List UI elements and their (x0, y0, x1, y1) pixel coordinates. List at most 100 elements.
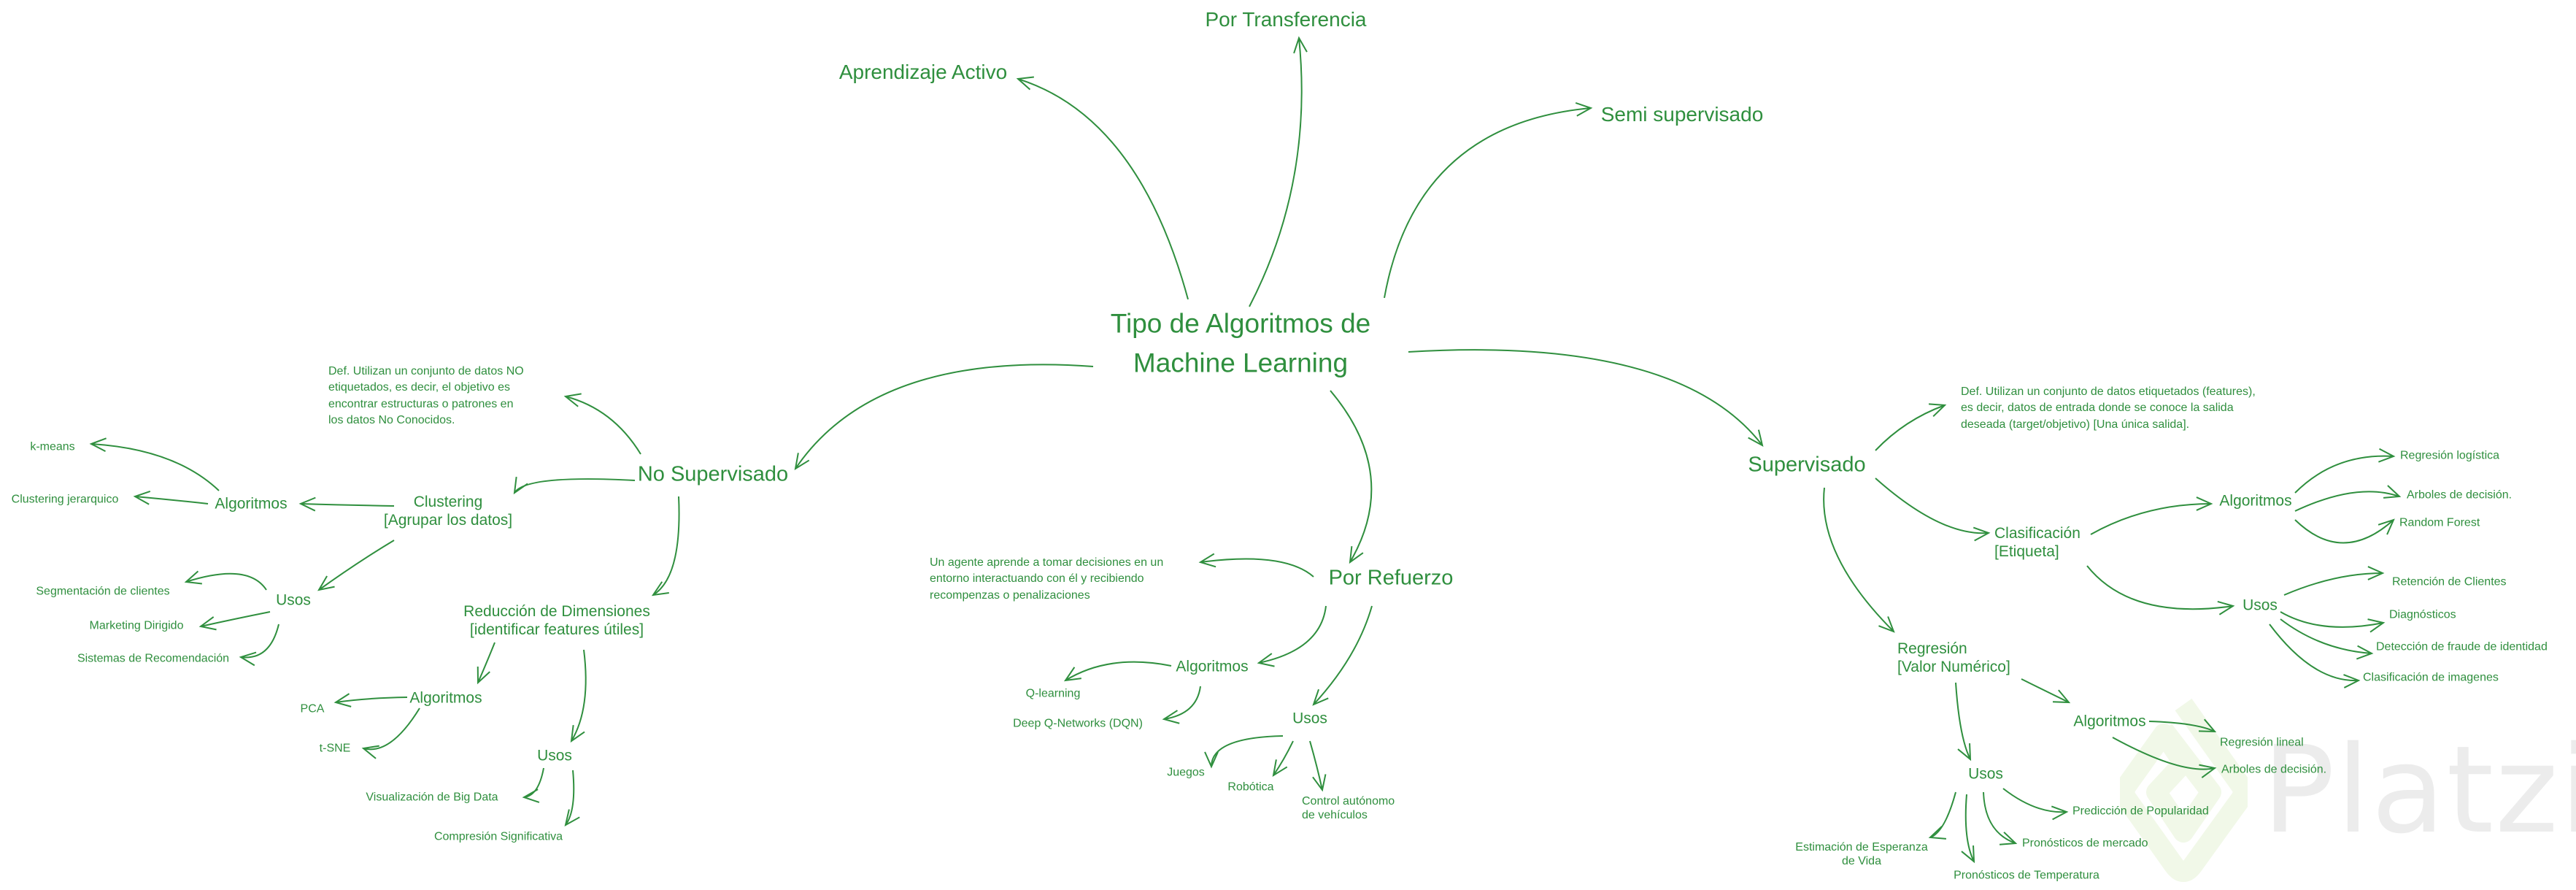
node-clasificacion[interactable]: Clasificación [Etiqueta] (1994, 524, 2081, 561)
arrowhead-icon (298, 496, 316, 512)
arrow-line (1258, 605, 1327, 664)
leaf-regresion-logistica[interactable]: Regresión logística (2400, 449, 2500, 462)
connector-arrow (2112, 737, 2217, 778)
node-regresion-usos[interactable]: Usos (1968, 765, 2003, 783)
arrow-line (2269, 624, 2359, 682)
node-aprendizaje-activo[interactable]: Aprendizaje Activo (838, 61, 1008, 84)
leaf-arboles-decision-reg[interactable]: Arboles de decisión. (2221, 763, 2327, 776)
leaf-juegos[interactable]: Juegos (1167, 766, 1205, 779)
arrowhead-icon (133, 490, 151, 505)
leaf-visualizacion-big-data[interactable]: Visualización de Big Data (366, 791, 498, 804)
arrowhead-icon (1257, 653, 1275, 667)
leaf-random-forest[interactable]: Random Forest (2399, 516, 2480, 529)
def-line: entorno interactuando con él y recibiend… (930, 572, 1144, 586)
connector-arrow (1983, 791, 2018, 845)
leaf-diagnosticos[interactable]: Diagnósticos (2389, 608, 2456, 621)
arrowhead-icon (570, 725, 585, 743)
leaf-k-means[interactable]: k-means (30, 440, 75, 453)
arrowhead-icon (2052, 689, 2071, 704)
node-refuerzo-algoritmos[interactable]: Algoritmos (1176, 658, 1249, 675)
leaf-dqn[interactable]: Deep Q-Networks (DQN) (1013, 717, 1143, 730)
node-por-transferencia[interactable]: Por Transferencia (1205, 8, 1367, 31)
connector-arrow (570, 649, 587, 743)
node-clustering-algoritmos[interactable]: Algoritmos (215, 495, 288, 513)
def-line: Def. Utilizan un conjunto de datos NO (328, 365, 524, 377)
node-semi-supervisado[interactable]: Semi supervisado (1600, 103, 1764, 126)
node-regresion-algoritmos[interactable]: Algoritmos (2073, 713, 2146, 730)
arrow-line (1330, 390, 1373, 563)
node-refuerzo-usos[interactable]: Usos (1292, 710, 1327, 727)
regresion-line-1: Regresión (1897, 640, 1967, 657)
leaf-prediccion-popularidad[interactable]: Predicción de Popularidad (2072, 805, 2209, 818)
connector-arrow (2090, 496, 2213, 535)
connector-arrow (333, 693, 408, 707)
leaf-clasificacion-imagenes[interactable]: Clasificación de imagenes (2363, 671, 2499, 684)
arrowhead-icon (333, 693, 352, 707)
arrowhead-icon (2367, 618, 2386, 633)
leaf-compresion-significativa[interactable]: Compresión Significativa (433, 830, 563, 843)
leaf-robotica[interactable]: Robótica (1227, 780, 1274, 794)
arrowhead-icon (1016, 76, 1034, 91)
leaf-clustering-jerarquico[interactable]: Clustering jerarquico (11, 493, 119, 506)
leaf-pca[interactable]: PCA (300, 702, 325, 716)
arrow-line (652, 496, 680, 596)
arrowhead-icon (794, 453, 810, 471)
arrow-line (1955, 682, 1971, 760)
arrow-line (185, 572, 267, 591)
connector-arrow (298, 496, 395, 512)
leaf-control-autonomo[interactable]: Control autónomo de vehículos (1302, 794, 1395, 822)
node-no-supervisado[interactable]: No Supervisado (637, 462, 789, 486)
refuerzo-definition: Un agente aprende a tomar decisiones en … (930, 555, 1163, 604)
clustering-line-1: Clustering (413, 493, 483, 510)
arrowhead-icon (1312, 774, 1327, 792)
node-por-refuerzo[interactable]: Por Refuerzo (1328, 566, 1454, 590)
leaf-pronosticos-mercado[interactable]: Pronósticos de mercado (2022, 837, 2148, 850)
leaf-deteccion-fraude[interactable]: Detección de fraude de identidad (2376, 640, 2548, 653)
arrow-line (477, 642, 495, 683)
arrow-line (90, 443, 220, 491)
node-regresion[interactable]: Regresión [Valor Numérico] (1897, 640, 2010, 676)
def-line: Un agente aprende a tomar decisiones en … (930, 556, 1164, 569)
arrowhead-icon (1272, 759, 1288, 778)
leaf-regresion-lineal[interactable]: Regresión lineal (2220, 736, 2304, 749)
node-supervisado[interactable]: Supervisado (1748, 453, 1866, 477)
node-reduccion-usos[interactable]: Usos (537, 747, 572, 764)
leaf-esperanza-vida[interactable]: Estimación de Esperanza de Vida (1795, 840, 1927, 868)
arrow-line (2294, 491, 2400, 512)
connector-arrow (317, 540, 395, 591)
leaf-retencion-clientes[interactable]: Retención de Clientes (2392, 575, 2507, 588)
node-reduccion-algoritmos[interactable]: Algoritmos (409, 689, 482, 707)
arrow-line (2090, 503, 2212, 535)
arrow-line (2294, 455, 2394, 494)
arrowhead-icon (2198, 718, 2217, 733)
connector-arrow (513, 477, 636, 495)
leaf-pronosticos-temperatura[interactable]: Pronósticos de Temperatura (1954, 869, 2099, 882)
leaf-arboles-decision[interactable]: Arboles de decisión. (2407, 488, 2513, 502)
leaf-marketing[interactable]: Marketing Dirigido (89, 619, 184, 632)
arrowhead-icon (1312, 688, 1329, 706)
connector-arrow (1162, 686, 1201, 724)
leaf-t-sne[interactable]: t-SNE (319, 742, 351, 755)
leaf-segmentacion[interactable]: Segmentación de clientes (36, 585, 170, 598)
def-line: recompenzas o penalizaciones (930, 588, 1090, 602)
connector-arrow (1198, 553, 1314, 578)
arrowhead-icon (1293, 36, 1308, 54)
connector-arrow (651, 496, 680, 596)
node-reduccion-dimensiones[interactable]: Reducción de Dimensiones [identificar fe… (463, 602, 650, 639)
node-clasificacion-algoritmos[interactable]: Algoritmos (2219, 492, 2292, 510)
arrow-line (200, 611, 271, 627)
node-clustering-usos[interactable]: Usos (276, 591, 311, 609)
clasificacion-line-2: [Etiqueta] (1994, 543, 2059, 561)
arrowhead-icon (2217, 600, 2235, 615)
central-topic[interactable]: Tipo de Algoritmos de Machine Learning (1111, 304, 1371, 382)
node-clustering[interactable]: Clustering [Agrupar los datos] (384, 493, 512, 529)
connector-arrow (1384, 101, 1593, 299)
arrowhead-icon (2343, 674, 2361, 688)
node-clasificacion-usos[interactable]: Usos (2243, 596, 2278, 614)
arrow-line (2294, 519, 2394, 544)
arrowhead-icon (1063, 667, 1081, 682)
connector-arrow (2148, 718, 2217, 733)
arrowhead-icon (1928, 826, 1947, 840)
leaf-sistemas-recomendacion[interactable]: Sistemas de Recomendación (77, 652, 230, 665)
leaf-q-learning[interactable]: Q-learning (1025, 687, 1081, 700)
